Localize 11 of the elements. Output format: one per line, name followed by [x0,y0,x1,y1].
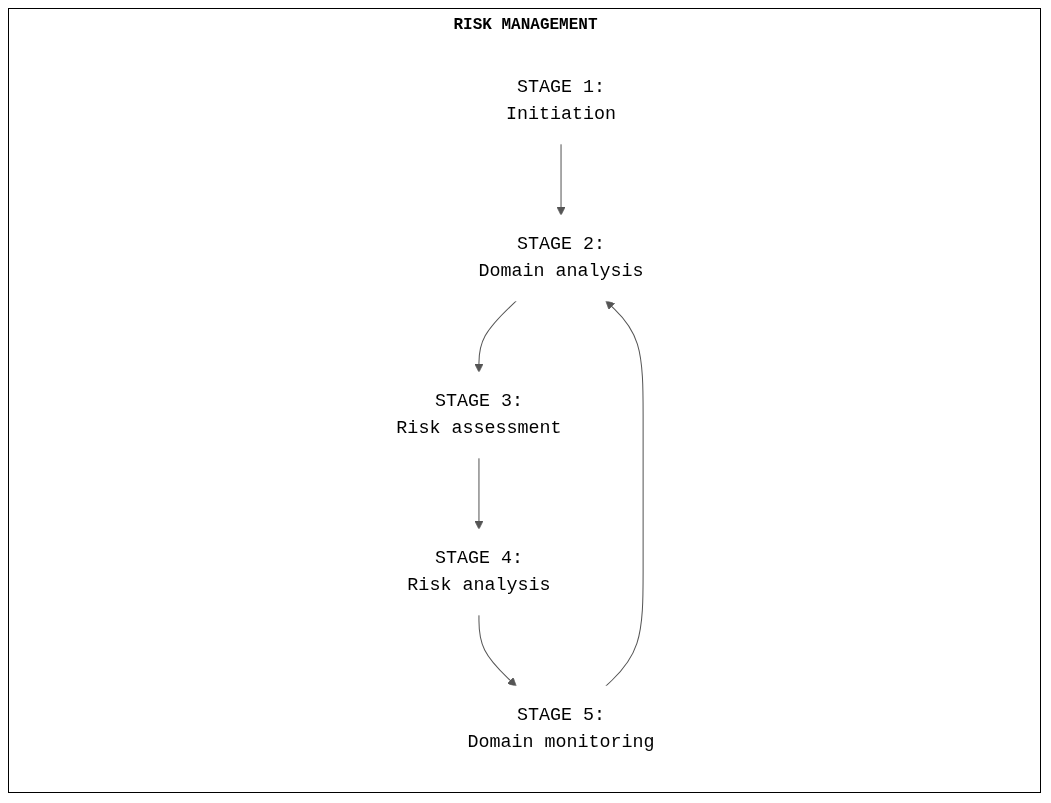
arrow [478,614,517,687]
arrow [605,300,644,687]
arrow [474,457,484,530]
node-text: STAGE 1: Initiation [505,76,617,125]
center-label: RISK MANAGEMENT [453,16,598,34]
arrow [474,300,517,373]
arrow [556,143,566,216]
node-text: STAGE 5: Domain monitoring [467,704,655,753]
node-text: STAGE 4: Risk analysis [407,547,551,596]
node-text: STAGE 3: Risk assessment [396,390,562,439]
node-text: STAGE 2: Domain analysis [478,233,644,282]
